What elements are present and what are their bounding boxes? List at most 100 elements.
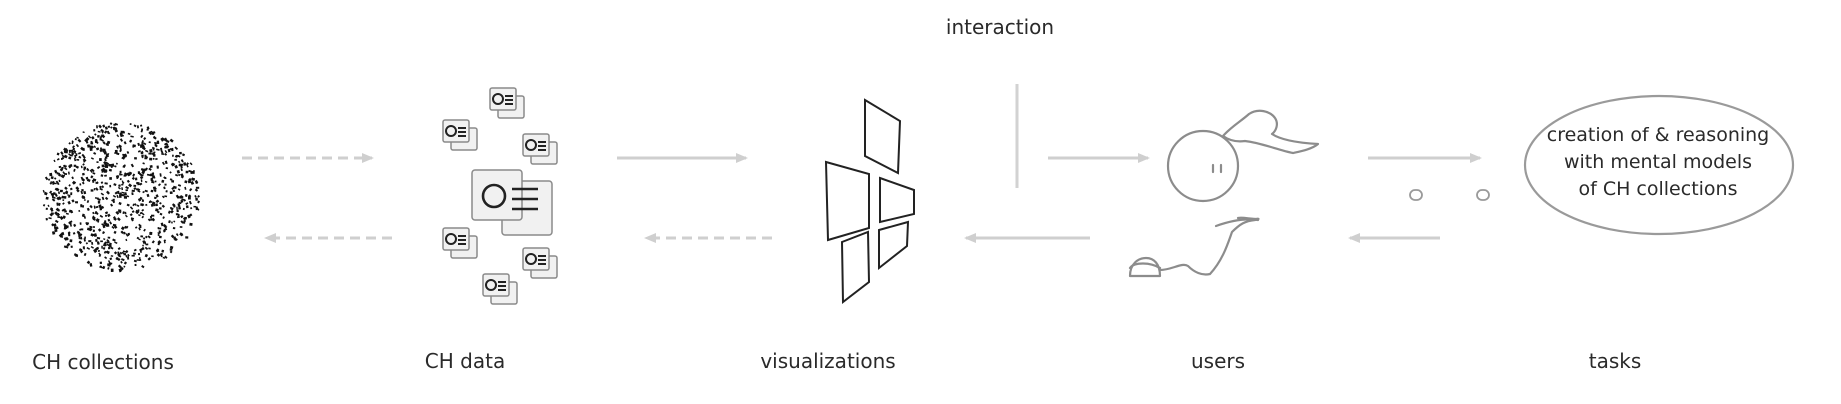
collection-dot: [50, 176, 54, 180]
collection-dot: [77, 138, 82, 143]
collection-dot: [99, 265, 103, 269]
collection-dot: [133, 252, 136, 255]
collection-dot: [136, 181, 140, 185]
collection-dot: [122, 131, 126, 134]
collection-dot: [113, 123, 117, 126]
collection-dot: [64, 150, 69, 154]
collection-dot: [131, 189, 135, 193]
collection-dot: [100, 181, 104, 184]
collection-dot: [188, 213, 193, 217]
collection-dot: [97, 134, 100, 138]
collection-dot: [75, 165, 79, 169]
collection-dot: [174, 173, 179, 177]
collection-dot: [102, 135, 106, 139]
collection-dot: [121, 183, 124, 186]
collection-dot: [148, 247, 151, 250]
collection-dot: [177, 188, 181, 191]
collection-dot: [177, 184, 182, 187]
collection-dot: [124, 225, 128, 229]
collection-dot: [49, 207, 54, 211]
collection-dot: [88, 135, 92, 139]
collection-dot: [53, 223, 57, 227]
collection-dot: [137, 198, 142, 202]
collection-dot: [68, 165, 72, 169]
collection-dot: [145, 203, 148, 207]
collection-dot: [69, 239, 73, 243]
collection-dot: [143, 137, 147, 141]
collection-dot: [56, 196, 60, 201]
collection-dot: [119, 170, 122, 174]
collection-dot: [163, 176, 166, 180]
collection-dot: [74, 138, 77, 141]
collection-dot: [125, 185, 130, 190]
collection-dot: [80, 165, 83, 169]
collection-dot: [148, 141, 151, 144]
collection-dot: [79, 233, 83, 237]
collection-dot: [64, 191, 69, 195]
collection-dot: [104, 174, 107, 177]
collection-dot: [98, 124, 102, 129]
collection-dot: [150, 189, 154, 193]
collection-dot: [109, 122, 113, 125]
collection-dot: [57, 216, 61, 219]
collection-dot: [124, 211, 127, 215]
collection-dot: [80, 228, 84, 231]
collection-dot: [159, 212, 163, 216]
collection-dot: [104, 163, 109, 167]
collection-dot: [70, 245, 73, 248]
collection-dot: [97, 200, 101, 204]
collection-dot: [155, 194, 159, 198]
collection-dot: [103, 130, 108, 134]
collection-dot: [67, 200, 71, 205]
collection-dot: [81, 181, 85, 185]
ch-data-label: CH data: [424, 349, 506, 373]
collection-dot: [184, 180, 188, 184]
collection-dot: [143, 168, 147, 172]
collection-dot: [116, 194, 119, 199]
collection-dot: [100, 134, 104, 138]
collection-dot: [121, 191, 125, 194]
collection-dot: [67, 195, 71, 198]
collection-dot: [101, 164, 105, 168]
collection-dot: [143, 228, 146, 232]
collection-dot: [79, 222, 82, 225]
collection-dot: [177, 216, 180, 219]
collection-dot: [64, 173, 68, 176]
collection-dot: [63, 147, 68, 152]
collection-dot: [62, 202, 65, 205]
collection-dot: [151, 240, 155, 244]
collection-dot: [148, 152, 152, 155]
collection-dot: [197, 200, 201, 204]
collection-dot: [132, 173, 136, 177]
collection-dot: [93, 188, 96, 191]
collection-dot: [172, 154, 174, 157]
collection-dot: [183, 199, 187, 202]
collection-dot: [116, 145, 119, 149]
collection-dot: [93, 205, 96, 209]
collection-dot: [100, 128, 105, 133]
collection-dot: [176, 169, 181, 174]
collection-dot: [142, 237, 146, 240]
collection-dot: [161, 249, 165, 253]
collection-dot: [141, 265, 145, 269]
collection-dot: [72, 232, 76, 235]
collection-dot: [138, 253, 141, 256]
collection-dot: [99, 185, 102, 189]
collection-dot: [110, 255, 114, 257]
collection-dot: [105, 153, 109, 158]
collection-dot: [142, 142, 147, 146]
collection-dot: [149, 157, 153, 161]
collection-dot: [141, 170, 145, 175]
collection-dot: [101, 185, 105, 189]
collection-dot: [137, 142, 141, 147]
collection-dot: [189, 222, 193, 226]
collection-dot: [98, 254, 102, 257]
collection-dot: [106, 140, 111, 145]
collection-dot: [61, 195, 65, 199]
collection-dot: [167, 210, 171, 214]
collection-dot: [84, 236, 86, 239]
collection-dot: [123, 154, 128, 158]
data-card-icon: [489, 87, 525, 119]
collection-dot: [173, 236, 176, 240]
data-card-icon: [522, 247, 558, 279]
